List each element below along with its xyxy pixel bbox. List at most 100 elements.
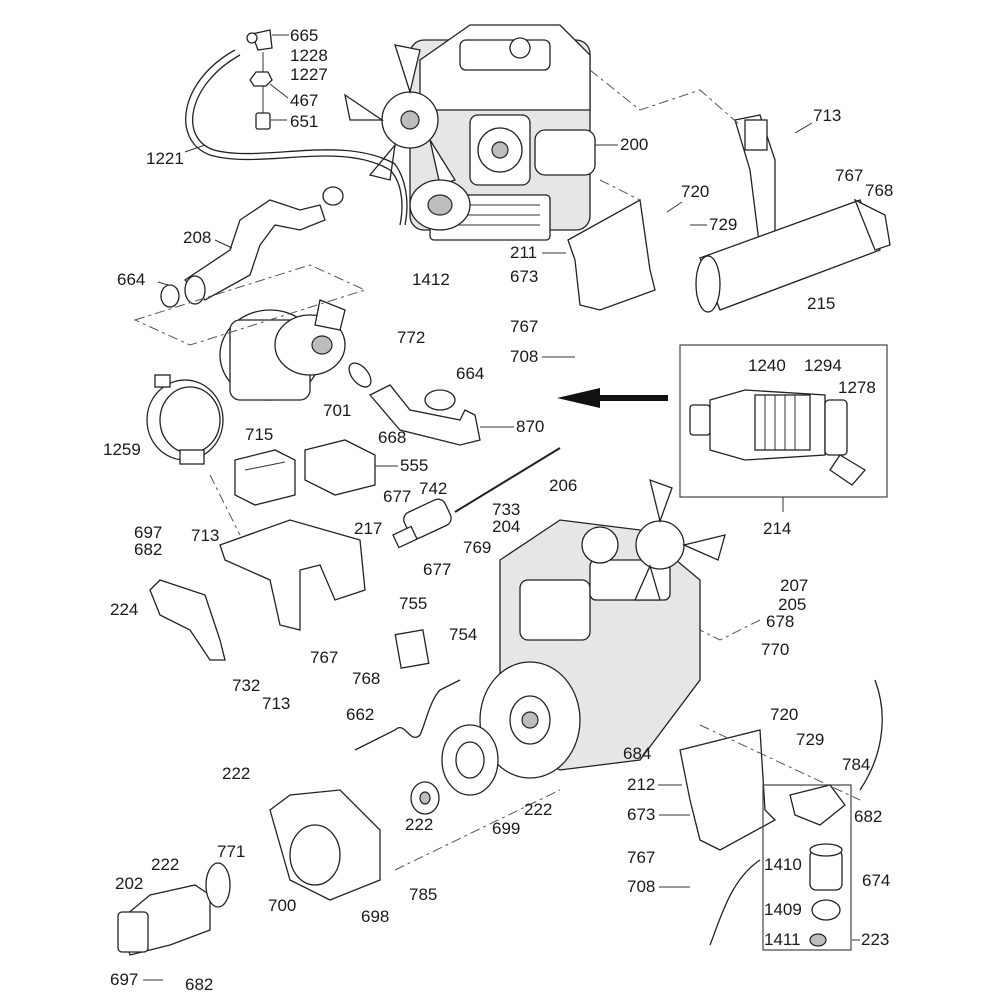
label-207: 207 (780, 576, 808, 595)
bracket-212 (679, 729, 777, 851)
hose-lower (709, 859, 761, 946)
label-222-ring: 222 (524, 800, 552, 819)
label-206: 206 (549, 476, 577, 495)
label-1221: 1221 (146, 149, 184, 168)
fitting-665-stack (246, 29, 289, 130)
bell-housing-222 (269, 789, 381, 901)
label-1240: 1240 (748, 356, 786, 375)
label-697-low: 697 (110, 970, 138, 989)
label-217: 217 (354, 519, 382, 538)
label-668: 668 (378, 428, 406, 447)
label-215: 215 (807, 294, 835, 313)
label-729-low: 729 (796, 730, 824, 749)
label-1411: 1411 (764, 930, 801, 949)
label-769: 769 (463, 538, 491, 557)
label-222-gasket: 222 (151, 855, 179, 874)
label-720-top: 720 (681, 182, 709, 201)
label-678: 678 (766, 612, 794, 631)
bracket-217 (219, 519, 366, 631)
label-732: 732 (232, 676, 260, 695)
fuel-filter-box-223 (762, 784, 852, 951)
label-224: 224 (110, 600, 138, 619)
label-222-bell: 222 (222, 764, 250, 783)
label-768-low: 768 (352, 669, 380, 688)
label-1278: 1278 (838, 378, 876, 397)
label-768-top: 768 (865, 181, 893, 200)
label-664-top: 664 (117, 270, 145, 289)
actuator-742 (392, 498, 452, 549)
label-708-top: 708 (510, 347, 538, 366)
engine-bottom (479, 478, 726, 779)
label-200: 200 (620, 135, 648, 154)
label-715: 715 (245, 425, 273, 444)
cable-206 (454, 447, 561, 513)
label-713-top: 713 (813, 106, 841, 125)
hose-1221 (185, 49, 403, 226)
label-729-top: 729 (709, 215, 737, 234)
label-755: 755 (399, 594, 427, 613)
label-713-low: 713 (262, 694, 290, 713)
label-467: 467 (290, 91, 318, 110)
label-684: 684 (623, 744, 651, 763)
label-767-mid: 767 (510, 317, 538, 336)
pump-202 (117, 862, 231, 956)
muffler-215 (695, 114, 891, 313)
label-214: 214 (763, 519, 791, 538)
label-699: 699 (492, 819, 520, 838)
label-770: 770 (761, 640, 789, 659)
label-673-low: 673 (627, 805, 655, 824)
label-771: 771 (217, 842, 245, 861)
label-208: 208 (183, 228, 211, 247)
label-767-low: 767 (310, 648, 338, 667)
label-664-mid: 664 (456, 364, 484, 383)
label-767-top: 767 (835, 166, 863, 185)
label-1228: 1228 (290, 46, 328, 65)
label-713-left: 713 (191, 526, 219, 545)
label-677-low: 677 (423, 560, 451, 579)
label-708-low: 708 (627, 877, 655, 896)
label-1259: 1259 (103, 440, 141, 459)
ecu-715 (234, 449, 296, 506)
air-filter-214 (689, 389, 866, 486)
label-742: 742 (419, 479, 447, 498)
hose-208 (157, 186, 344, 308)
clamp-1259 (146, 374, 224, 465)
label-205: 205 (778, 595, 806, 614)
label-733: 733 (492, 500, 520, 519)
bracket-211 (567, 198, 656, 311)
spring-662 (354, 679, 461, 751)
label-665: 665 (290, 26, 318, 45)
label-555: 555 (400, 456, 428, 475)
fuel-filter (789, 784, 846, 947)
label-1412: 1412 (412, 270, 450, 289)
label-697-left: 697 (134, 523, 162, 542)
label-698: 698 (361, 907, 389, 926)
fan-top (344, 44, 456, 186)
ecu-555 (304, 439, 376, 496)
label-677-mid: 677 (383, 487, 411, 506)
label-202: 202 (115, 874, 143, 893)
label-212: 212 (627, 775, 655, 794)
label-682-low: 682 (185, 975, 213, 994)
label-651: 651 (290, 112, 318, 131)
label-1227: 1227 (290, 65, 328, 84)
label-754: 754 (449, 625, 477, 644)
engine-top (344, 24, 596, 241)
guard-754 (394, 629, 430, 669)
label-720-low: 720 (770, 705, 798, 724)
label-785: 785 (409, 885, 437, 904)
label-223: 223 (861, 930, 889, 949)
label-772: 772 (397, 328, 425, 347)
coupling-222 (410, 724, 499, 815)
callout-labels: 665 1228 1227 467 651 1221 200 713 720 7… (103, 26, 893, 994)
label-662: 662 (346, 705, 374, 724)
label-204: 204 (492, 517, 520, 536)
hose-870 (348, 362, 481, 446)
label-701: 701 (323, 401, 351, 420)
label-767-right: 767 (627, 848, 655, 867)
label-700: 700 (268, 896, 296, 915)
label-1410: 1410 (764, 855, 802, 874)
label-211: 211 (510, 243, 537, 262)
cover-224 (149, 579, 226, 661)
